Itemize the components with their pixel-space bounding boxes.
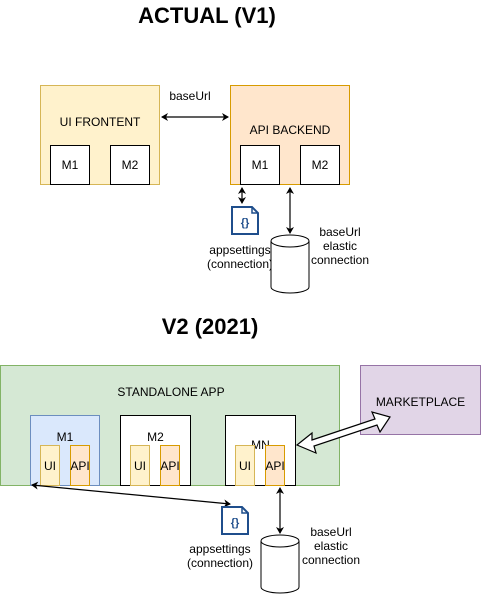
svg-text:{}: {} <box>241 217 250 229</box>
v2-module-m1-api[interactable]: API <box>70 445 90 486</box>
v1-appsettings-label: appsettings (connection) <box>206 243 274 271</box>
frontend-module-m1-label: M1 <box>61 158 79 172</box>
frontend-module-m2[interactable]: M2 <box>110 145 150 185</box>
v2-appsettings-label: appsettings (connection) <box>186 542 254 570</box>
v2-module-m1-ui-label: UI <box>44 458 56 473</box>
v2-module-m2-ui[interactable]: UI <box>130 445 150 486</box>
ui-frontend-label: UI FRONTENT <box>59 115 141 129</box>
json-file-icon-v2: {} <box>221 506 249 535</box>
marketplace-mn-arrow <box>295 411 391 455</box>
v1-db-label: baseUrl elastic connection <box>310 225 370 267</box>
v2-module-m2-label: M2 <box>147 430 164 444</box>
api-backend-label: API BACKEND <box>249 123 331 137</box>
svg-text:{}: {} <box>231 517 240 529</box>
database-icon <box>270 234 310 294</box>
v2-module-mn-api[interactable]: API <box>265 445 285 486</box>
v1-title: ACTUAL (V1) <box>138 3 276 28</box>
v2-module-m1-label: M1 <box>56 430 74 444</box>
v2-module-m2-ui-label: UI <box>134 458 146 473</box>
v1-link-label: baseUrl <box>169 89 211 103</box>
backend-module-m2[interactable]: M2 <box>300 145 340 185</box>
frontend-module-m1[interactable]: M1 <box>50 145 90 185</box>
backend-module-m2-label: M2 <box>311 158 329 172</box>
v2-module-m2-api-label: API <box>160 458 180 473</box>
v2-module-mn-ui-label: UI <box>239 458 251 473</box>
v2-module-m1-api-label: API <box>70 458 90 473</box>
json-file-icon: {} <box>231 206 259 235</box>
v2-title: V2 (2021) <box>161 314 259 339</box>
standalone-app-label: STANDALONE APP <box>117 385 225 399</box>
marketplace-label: MARKETPLACE <box>375 395 466 409</box>
v2-module-mn-api-label: API <box>265 458 285 473</box>
frontend-module-m2-label: M2 <box>121 158 139 172</box>
database-icon-v2 <box>260 534 300 594</box>
v2-module-m2-api[interactable]: API <box>160 445 180 486</box>
v2-m1-appsettings-arrow <box>31 481 231 508</box>
v2-db-label: baseUrl elastic connection <box>301 525 361 567</box>
backend-module-m1[interactable]: M1 <box>240 145 280 185</box>
backend-module-m1-label: M1 <box>251 158 269 172</box>
v2-module-mn-ui[interactable]: UI <box>235 445 255 486</box>
